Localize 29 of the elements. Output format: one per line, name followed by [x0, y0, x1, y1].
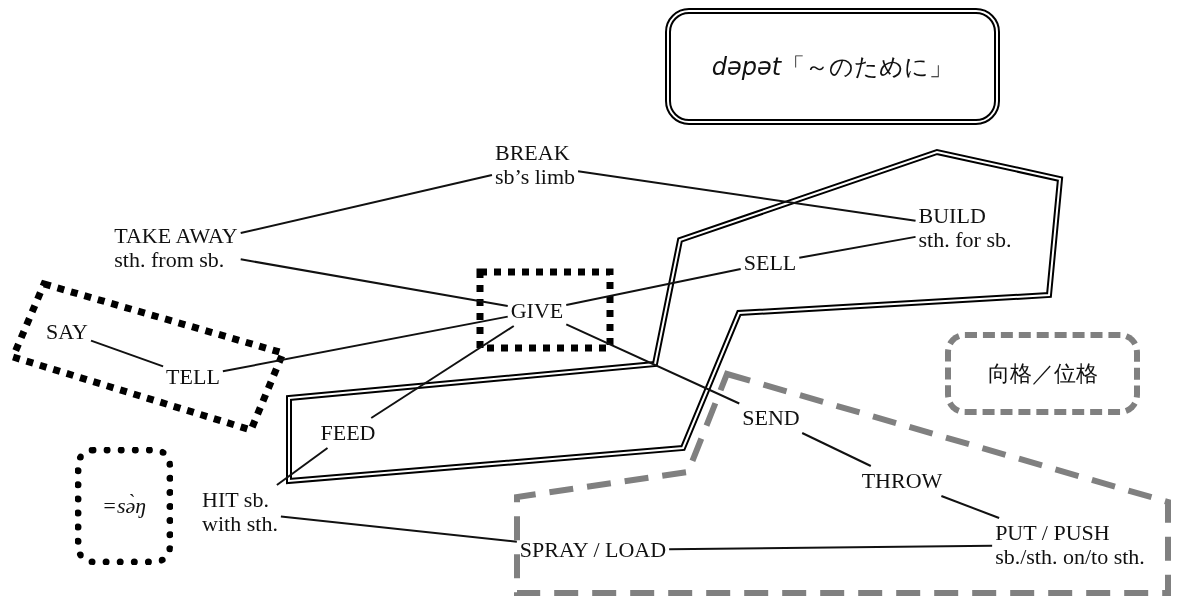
verb-label: BUILD sth. for sb.: [918, 204, 1012, 252]
verb-label: THROW: [861, 469, 943, 493]
legend-box: =sə̀ŋ: [75, 447, 173, 565]
verb-label: TAKE AWAY sth. from sb.: [114, 224, 238, 272]
verb-label: PUT / PUSH sb./sth. on/to sth.: [995, 521, 1145, 569]
verb-label: SPRAY / LOAD: [519, 538, 667, 562]
connector-line: [565, 323, 741, 405]
verb-label: GIVE: [510, 299, 564, 323]
connector-line: [221, 315, 509, 373]
connector-line: [577, 170, 917, 222]
connector-line: [370, 325, 515, 419]
verb-label: BREAK sb’s limb: [494, 141, 576, 189]
connector-line: [668, 544, 994, 551]
verb-label: FEED: [320, 421, 376, 445]
verb-label: SAY: [46, 320, 88, 344]
connector-line: [940, 495, 1001, 519]
connector-line: [90, 339, 165, 368]
verb-label: TELL: [166, 365, 220, 389]
verb-label: SELL: [743, 251, 797, 275]
connector-line: [565, 268, 742, 306]
connector-line: [239, 173, 493, 235]
connector-line: [801, 432, 872, 467]
legend-box: 向格／位格: [945, 332, 1140, 415]
verb-label: HIT sb. with sth.: [202, 488, 278, 536]
connector-line: [798, 235, 917, 259]
verb-label: SEND: [742, 406, 800, 430]
connector-line: [239, 258, 509, 307]
connector-line: [279, 515, 518, 543]
legend-box: dəpət「～のために」: [665, 8, 1000, 125]
